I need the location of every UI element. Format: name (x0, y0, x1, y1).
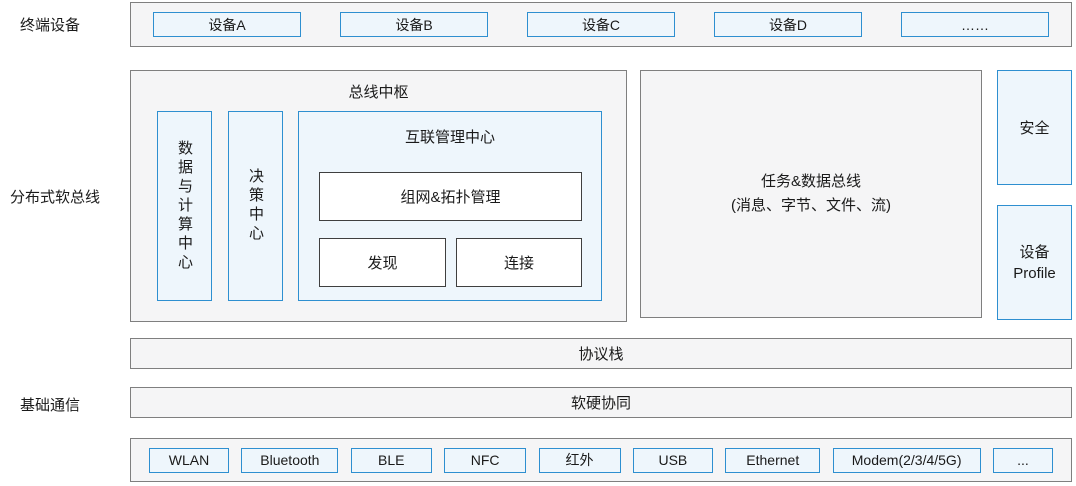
task-data-bus-line1: 任务&数据总线 (760, 173, 861, 190)
device-b-box: 设备B (340, 12, 488, 37)
protocol-infrared-box: 红外 (538, 447, 621, 473)
protocol-more-box: ... (993, 447, 1053, 473)
data-compute-center-box: 数据与计算中心 (157, 111, 212, 301)
discovery-box: 发现 (319, 238, 446, 287)
task-data-bus-box: 任务&数据总线 (消息、字节、文件、流) (640, 70, 982, 318)
layer-label-basic-communication: 基础通信 (20, 397, 81, 414)
networking-topology-box: 组网&拓扑管理 (319, 172, 582, 221)
bus-hub-title: 总线中枢 (348, 84, 409, 101)
data-compute-center-label: 数据与计算中心 (176, 139, 193, 273)
device-a-box: 设备A (153, 12, 301, 37)
protocol-bluetooth-box: Bluetooth (241, 447, 339, 473)
protocol-usb-box: USB (632, 447, 713, 473)
bus-hub-container: 总线中枢 数据与计算中心 决策中心 互联管理中心 组网&拓扑管理 发现 连接 (130, 70, 627, 322)
device-profile-line2: Profile (1013, 264, 1056, 282)
interconnect-management-center-title: 互联管理中心 (404, 129, 495, 146)
device-more-box: …… (901, 12, 1049, 37)
security-box: 安全 (997, 70, 1072, 185)
device-d-box: 设备D (714, 12, 862, 37)
layer-label-distributed-softbus: 分布式软总线 (10, 189, 101, 206)
protocols-container: WLAN Bluetooth BLE NFC 红外 USB Ethernet M… (130, 438, 1072, 482)
protocol-modem-box: Modem(2/3/4/5G) (832, 447, 981, 473)
layer-label-terminal-devices: 终端设备 (20, 17, 81, 34)
protocol-stack-bar: 协议栈 (130, 338, 1072, 369)
device-c-box: 设备C (527, 12, 675, 37)
interconnect-management-center-box: 互联管理中心 组网&拓扑管理 发现 连接 (298, 111, 602, 301)
device-profile-line1: 设备 (1019, 243, 1050, 261)
protocol-nfc-box: NFC (444, 447, 527, 473)
device-profile-box: 设备 Profile (997, 205, 1072, 320)
hw-sw-collaboration-bar: 软硬协同 (130, 387, 1072, 418)
protocol-ethernet-box: Ethernet (725, 447, 821, 473)
decision-center-label: 决策中心 (247, 168, 264, 244)
connection-box: 连接 (456, 238, 582, 287)
terminal-devices-container: 设备A 设备B 设备C 设备D …… (130, 2, 1072, 47)
protocol-ble-box: BLE (350, 447, 432, 473)
protocol-wlan-box: WLAN (149, 447, 229, 473)
task-data-bus-line2: (消息、字节、文件、流) (731, 197, 891, 214)
decision-center-box: 决策中心 (228, 111, 283, 301)
